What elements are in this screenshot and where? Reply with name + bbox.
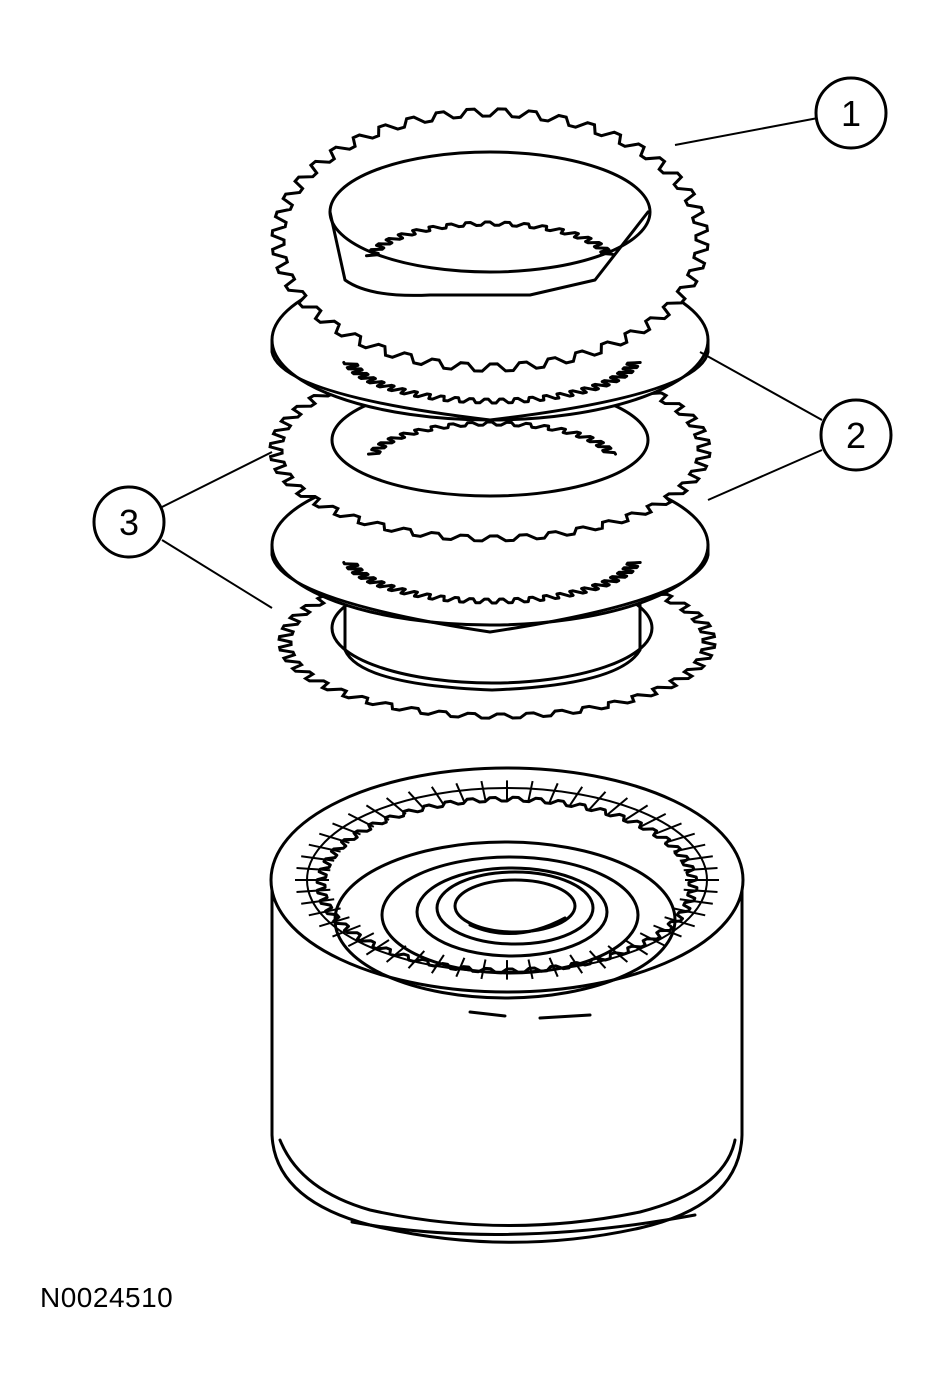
- drum-internal-splines: [295, 780, 719, 980]
- callout-2-label: 2: [846, 415, 866, 456]
- callout-3: 3: [92, 451, 273, 609]
- callout-1: 1: [674, 76, 888, 150]
- hub-ring-middle: [415, 866, 609, 958]
- callout-3-circle: [92, 485, 166, 559]
- callout-1-label: 1: [841, 93, 861, 134]
- callout-2-circle: [819, 398, 893, 472]
- friction-plate-top: [270, 107, 710, 373]
- figure-id: N0024510: [40, 1282, 174, 1313]
- callout-1-circle: [814, 76, 888, 150]
- hub-ring-outer: [333, 840, 677, 1000]
- callout-3-label: 3: [119, 502, 139, 543]
- clutch-drum: [269, 766, 745, 1244]
- callout-2: 2: [699, 351, 893, 501]
